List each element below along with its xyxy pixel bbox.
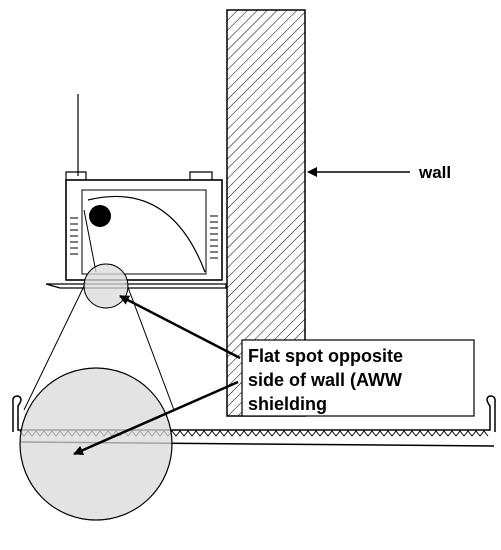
- small-magnifier-circle: [83, 263, 129, 309]
- callout-arrow-detail: [73, 380, 239, 456]
- callout-box: [241, 339, 475, 417]
- lamp-dot: [89, 205, 111, 227]
- wall-label: wall: [418, 163, 451, 182]
- callout-arrow-fixture: [119, 294, 241, 360]
- callout-text-line-1: Flat spot opposite: [248, 346, 403, 366]
- callout-text-line-2: side of wall (AWW: [248, 370, 402, 390]
- fixture-housing: [45, 94, 227, 289]
- callout-text-line-3: shielding: [248, 394, 327, 414]
